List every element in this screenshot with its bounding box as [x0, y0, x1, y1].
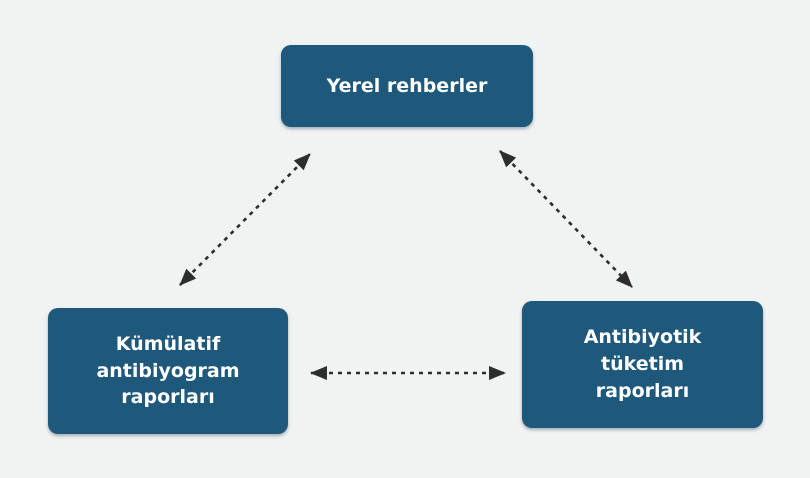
node-antibiyotik-tuketim-raporlari: Antibiyotik tüketim raporları — [522, 301, 763, 428]
node-kumulatif-antibiyogram-raporlari-label: Kümülatif antibiyogram raporları — [96, 332, 240, 409]
node-kumulatif-antibiyogram-raporlari: Kümülatif antibiyogram raporları — [48, 308, 288, 434]
edge-rehberler-tuketim — [499, 150, 633, 288]
node-yerel-rehberler: Yerel rehberler — [281, 45, 533, 127]
node-antibiyotik-tuketim-raporlari-label: Antibiyotik tüketim raporları — [583, 326, 702, 402]
node-yerel-rehberler-label: Yerel rehberler — [326, 74, 488, 97]
edge-rehberler-antibiyogram — [179, 153, 311, 286]
